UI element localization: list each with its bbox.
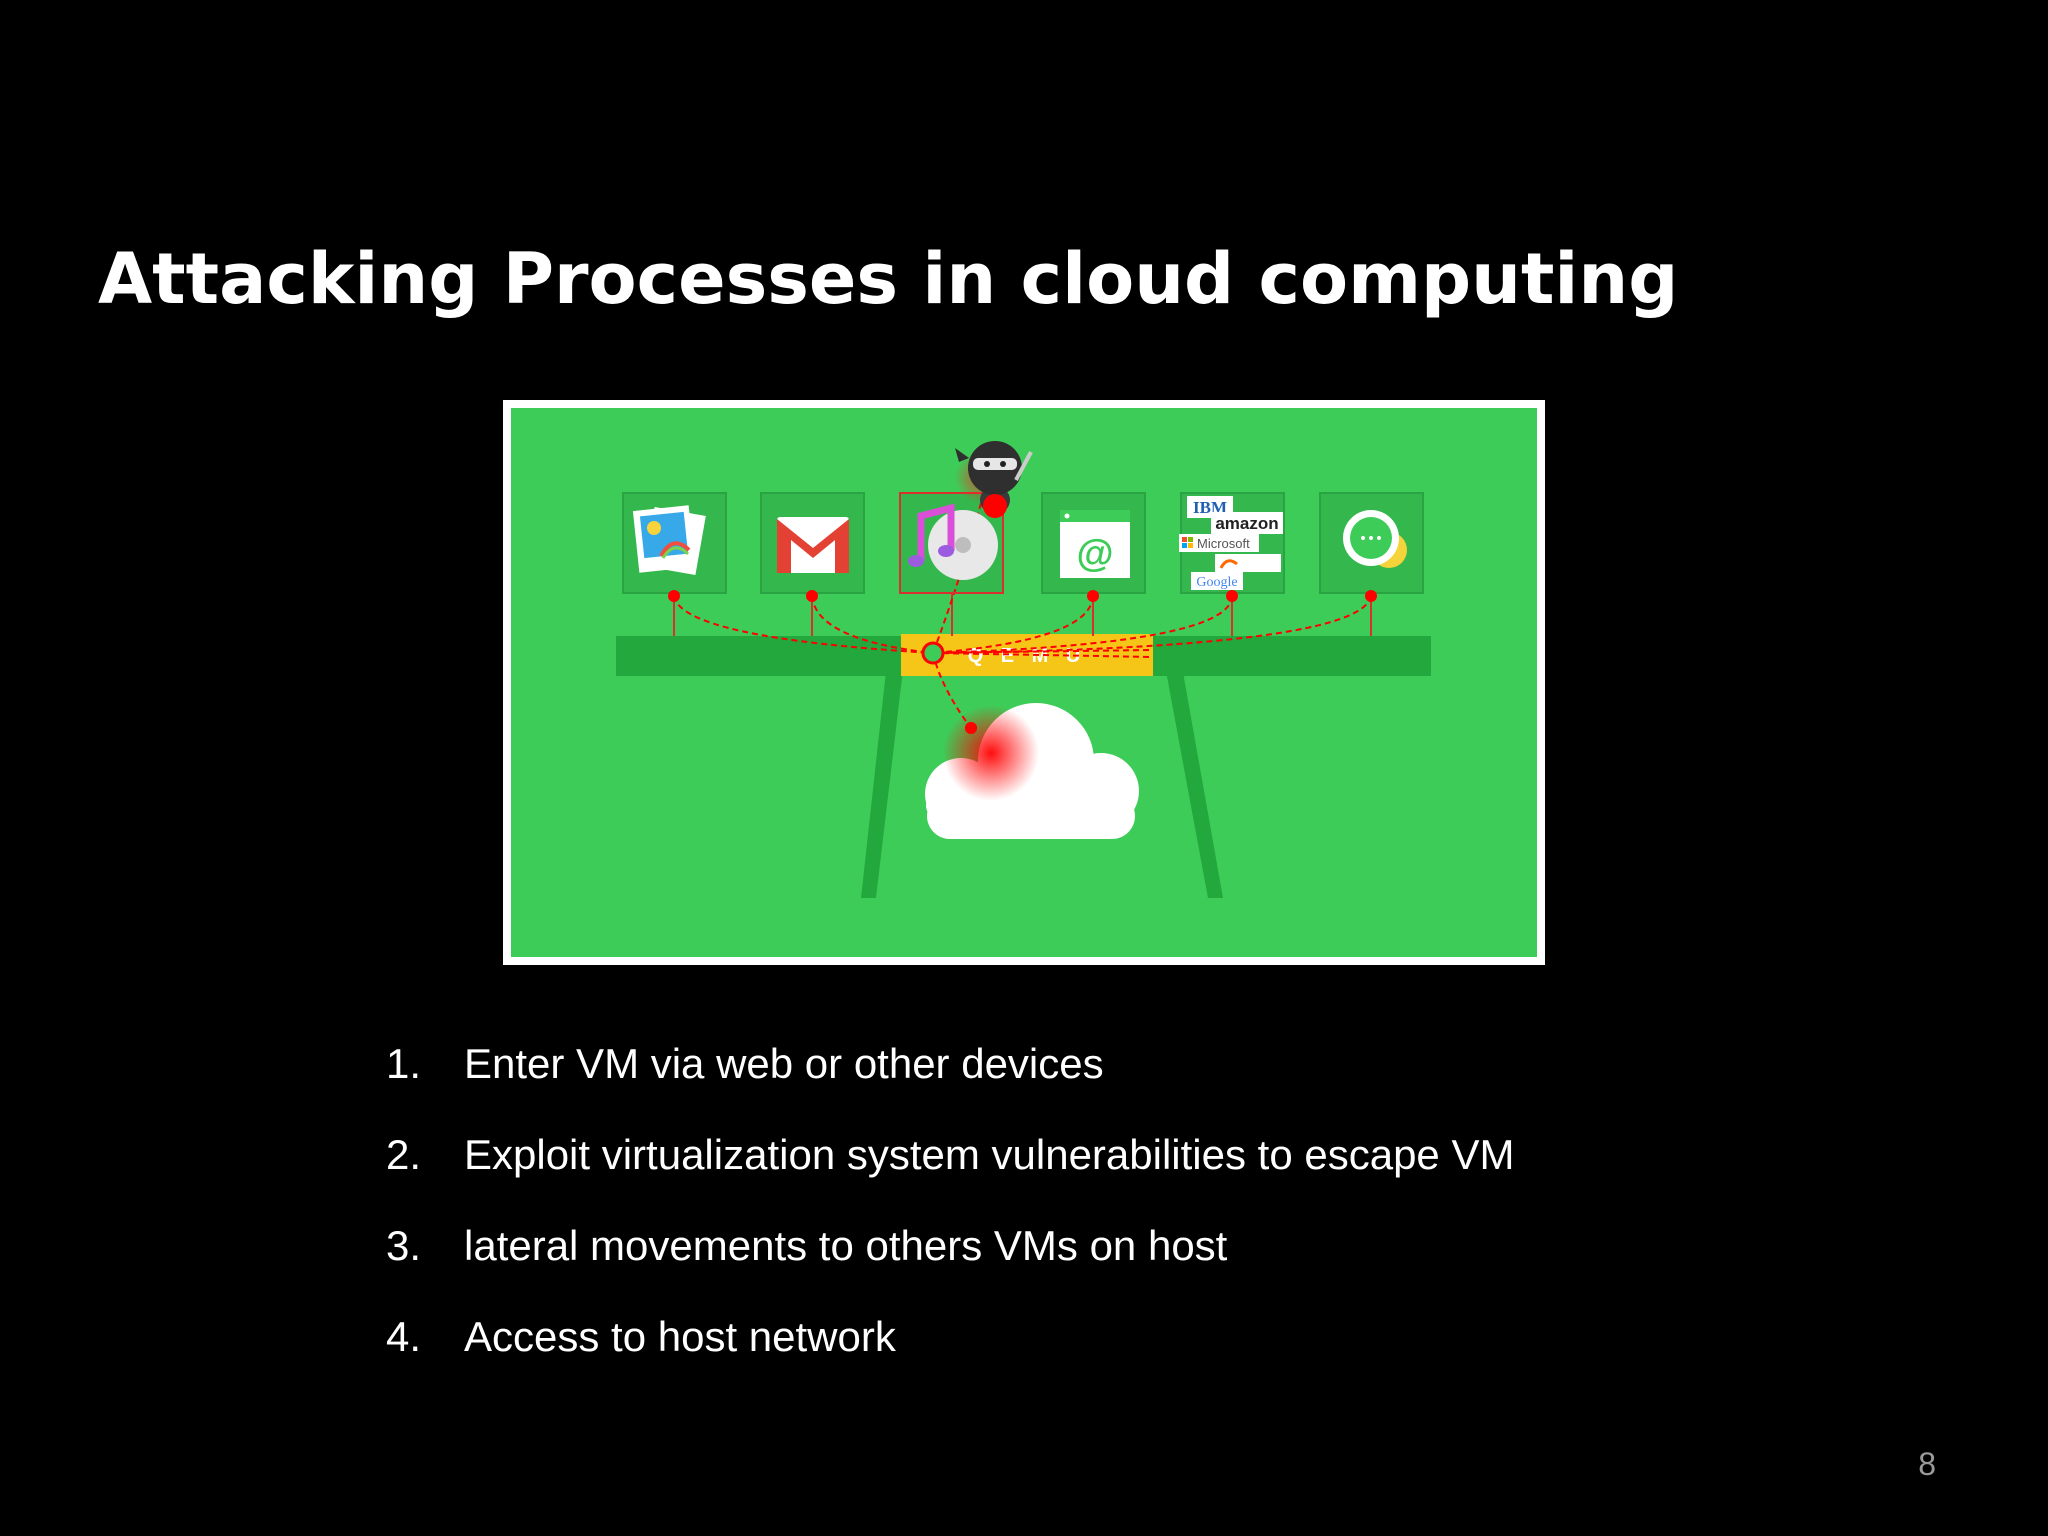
- step-text: lateral movements to others VMs on host: [464, 1222, 1228, 1269]
- svg-text:@: @: [1076, 533, 1113, 575]
- table-leg-right: [1161, 644, 1223, 898]
- page-number: 8: [1918, 1446, 1936, 1482]
- step-number: 3.: [386, 1222, 422, 1269]
- host-cloud-icon: [925, 703, 1139, 839]
- list-item: 2. Exploit virtualization system vulnera…: [386, 1131, 1514, 1222]
- attack-illustration-canvas: Q E M U: [511, 408, 1537, 957]
- svg-text:amazon: amazon: [1215, 514, 1278, 533]
- gmail-icon: [777, 517, 849, 573]
- step-number: 4.: [386, 1313, 422, 1360]
- attack-illustration: Q E M U: [503, 400, 1545, 965]
- slide-title: Attacking Processes in cloud computing: [98, 238, 1679, 320]
- list-item: 4. Access to host network: [386, 1313, 1514, 1404]
- email-at-icon: @: [1060, 510, 1130, 578]
- escape-point: [921, 641, 945, 665]
- step-text: Exploit virtualization system vulnerabil…: [464, 1131, 1515, 1178]
- step-number: 1.: [386, 1040, 422, 1087]
- figure-background: [511, 408, 1537, 957]
- step-number: 2.: [386, 1131, 422, 1178]
- step-text: Access to host network: [464, 1313, 896, 1360]
- list-item: 1. Enter VM via web or other devices: [386, 1040, 1514, 1131]
- step-text: Enter VM via web or other devices: [464, 1040, 1104, 1087]
- table-leg-left: [861, 644, 906, 898]
- list-item: 3. lateral movements to others VMs on ho…: [386, 1222, 1514, 1313]
- music-icon: [899, 492, 1004, 594]
- ninja-attacker-icon: [955, 441, 1033, 518]
- svg-text:Microsoft: Microsoft: [1197, 536, 1250, 551]
- lateral-movement-paths: [673, 502, 1372, 729]
- photos-icon: [632, 505, 706, 576]
- attack-steps-list: 1. Enter VM via web or other devices 2. …: [386, 1040, 1514, 1404]
- svg-text:Google: Google: [1196, 575, 1237, 590]
- cloud-vendors-icon: IBM amazon Microsoft Google: [1179, 496, 1283, 590]
- chat-icon: [1343, 510, 1407, 568]
